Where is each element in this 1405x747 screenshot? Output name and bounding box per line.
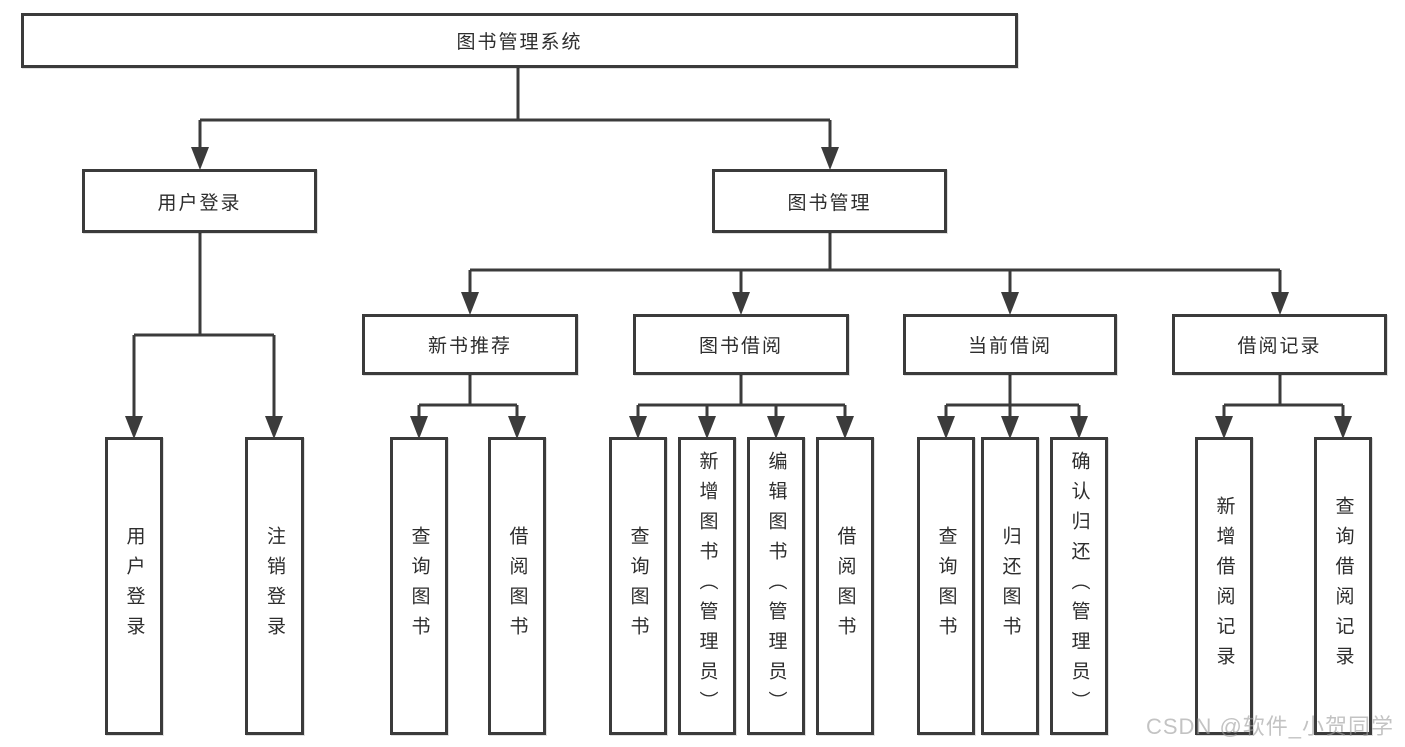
- node-new-book-recommendation: 新书推荐: [362, 314, 578, 375]
- leaf-add-book-admin: 新增图书（管理员）: [678, 437, 736, 735]
- node-book-borrowing: 图书借阅: [633, 314, 849, 375]
- leaf-user-login: 用户登录: [105, 437, 163, 735]
- leaf-query-books-2: 查询图书: [609, 437, 667, 735]
- leaf-borrow-books-2: 借阅图书: [816, 437, 874, 735]
- node-book-management: 图书管理: [712, 169, 947, 233]
- leaf-logout: 注销登录: [245, 437, 304, 735]
- leaf-query-borrow-record: 查询借阅记录: [1314, 437, 1372, 735]
- leaf-return-book: 归还图书: [981, 437, 1039, 735]
- leaf-edit-book-admin: 编辑图书（管理员）: [747, 437, 805, 735]
- csdn-watermark: CSDN @软件_小贺同学: [1146, 714, 1395, 739]
- leaf-query-books-3: 查询图书: [917, 437, 975, 735]
- node-current-borrowing: 当前借阅: [903, 314, 1117, 375]
- leaf-confirm-return-admin: 确认归还（管理员）: [1050, 437, 1108, 735]
- node-borrowing-records: 借阅记录: [1172, 314, 1387, 375]
- leaf-borrow-books-1: 借阅图书: [488, 437, 546, 735]
- node-library-management-system: 图书管理系统: [21, 13, 1018, 68]
- node-user-login: 用户登录: [82, 169, 317, 233]
- leaf-add-borrow-record: 新增借阅记录: [1195, 437, 1253, 735]
- leaf-query-books-1: 查询图书: [390, 437, 448, 735]
